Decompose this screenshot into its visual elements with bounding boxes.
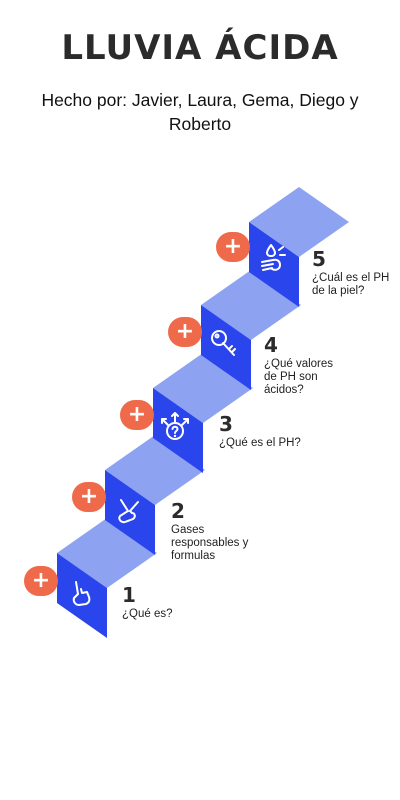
step-1-number: 1 xyxy=(122,583,136,607)
page-subtitle: Hecho por: Javier, Laura, Gema, Diego y … xyxy=(41,90,359,134)
step-1-label: 1 ¿Qué es? xyxy=(122,584,173,621)
step-5-label: 5 ¿Cuál es el PH de la piel? xyxy=(312,248,389,298)
step-3-number: 3 xyxy=(219,412,233,436)
step-1-expand-button[interactable]: + xyxy=(24,566,58,596)
step-3-label: 3 ¿Qué es el PH? xyxy=(219,413,301,450)
page-title: LLUVIA ÁCIDA xyxy=(61,28,339,68)
step-4-number: 4 xyxy=(264,333,278,357)
key-icon xyxy=(211,330,236,356)
step-3-text: ¿Qué es el PH? xyxy=(219,437,301,449)
step-1-riser xyxy=(57,553,107,638)
hand-drop-icon xyxy=(261,244,286,271)
step-5-text: ¿Cuál es el PH de la piel? xyxy=(312,272,390,297)
step-4-text: ¿Qué valores de PH son ácidos? xyxy=(264,358,334,396)
question-arrows-icon xyxy=(161,412,189,440)
step-1-text: ¿Qué es? xyxy=(122,608,173,620)
step-2-expand-button[interactable]: + xyxy=(72,482,106,512)
victory-hand-icon xyxy=(118,499,139,524)
step-2-text: Gases responsables y formulas xyxy=(171,524,249,562)
step-2-riser xyxy=(105,470,155,555)
pointing-hand-icon xyxy=(72,581,91,606)
step-2-label: 2 Gases responsables y formulas xyxy=(171,500,248,563)
step-2-number: 2 xyxy=(171,499,185,523)
step-5-riser xyxy=(249,222,299,307)
step-3-expand-button[interactable]: + xyxy=(120,400,154,430)
step-4-expand-button[interactable]: + xyxy=(168,317,202,347)
step-4-label: 4 ¿Qué valores de PH son ácidos? xyxy=(264,334,333,397)
step-5-expand-button[interactable]: + xyxy=(216,232,250,262)
step-5-number: 5 xyxy=(312,247,326,271)
